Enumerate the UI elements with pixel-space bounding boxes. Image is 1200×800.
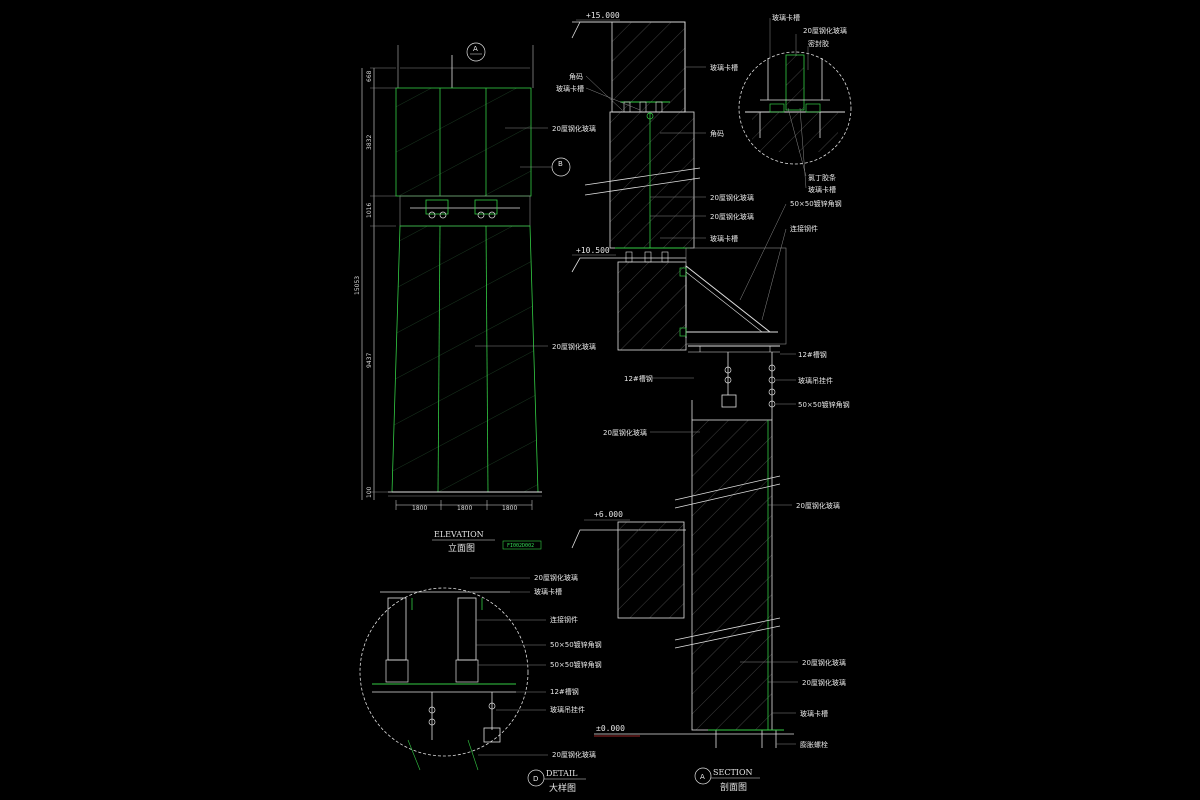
- elev-dim-bottom-3: 1800: [502, 505, 517, 512]
- lower-glass-wall: [691, 419, 773, 731]
- sec-label-r5: 50×50镀锌角钢: [790, 199, 842, 208]
- section-mid-fittings: [615, 247, 690, 263]
- detd-label-5: 12#槽钢: [550, 687, 579, 696]
- detd-label-2: 连接钢件: [550, 615, 578, 624]
- detail-d-bubble-label: D: [533, 775, 538, 783]
- sec-label-glass-channel-left: 玻璃卡槽: [556, 84, 584, 93]
- elevation-view: 668 3832 1016 9437 100 15053 1800 1800 1…: [354, 42, 596, 554]
- detd-label-6: 玻璃吊挂件: [550, 705, 585, 714]
- detail-title-cn: 大样图: [549, 782, 576, 794]
- sec-label-r11: 20厘钢化玻璃: [802, 658, 846, 667]
- sec-label-r4: 玻璃卡槽: [710, 234, 738, 243]
- section-bubble-label: A: [700, 773, 705, 781]
- sec-label-r10: 20厘钢化玻璃: [796, 501, 840, 510]
- sec-label-r12: 20厘钢化玻璃: [802, 678, 846, 687]
- detb-label-sealant: 密封胶: [808, 39, 829, 48]
- sec-label-r2: 20厘钢化玻璃: [710, 193, 754, 202]
- section-title-en: SECTION: [713, 768, 753, 777]
- sec-label-r13: 玻璃卡槽: [800, 709, 828, 718]
- sec-label-r1: 角码: [710, 129, 724, 138]
- drawing-tag-box: [502, 540, 542, 550]
- detd-label-4: 50×50镀锌角钢: [550, 660, 602, 669]
- elev-dim-total: 15053: [354, 276, 361, 295]
- section-title-cn: 剖面图: [720, 781, 747, 793]
- elevation-lower-glass: [391, 225, 539, 493]
- sec-label-corner-bracket: 角码: [569, 72, 583, 81]
- detb-label-channel: 玻璃卡槽: [772, 13, 800, 22]
- anchor-bolts: [708, 729, 784, 748]
- elev-dim-668: 668: [366, 70, 373, 82]
- slab-lower: [617, 521, 685, 619]
- elev-dim-3832: 3832: [366, 135, 373, 150]
- elevation-title-cn: 立面图: [448, 542, 475, 554]
- section-top-fittings: [620, 101, 670, 120]
- detd-label-7: 20厘钢化玻璃: [552, 750, 596, 759]
- detail-title-en: DETAIL: [546, 769, 578, 778]
- elevation-bubble-b-label: B: [558, 160, 563, 168]
- sec-label-r7: 12#槽钢: [798, 350, 827, 359]
- slab-top: [611, 21, 686, 113]
- sec-label-r14: 膨胀螺栓: [800, 740, 828, 749]
- detail-b-view: 玻璃卡槽 20厘钢化玻璃 密封胶 氯丁胶条 玻璃卡槽: [738, 13, 852, 194]
- detb-label-glass: 20厘钢化玻璃: [803, 26, 847, 35]
- elevation-bubble-a-label: A: [473, 45, 478, 53]
- detail-d-view: 20厘钢化玻璃 玻璃卡槽 连接钢件 50×50镀锌角钢 50×50镀锌角钢 12…: [359, 573, 602, 794]
- sec-label-r8: 玻璃吊挂件: [798, 376, 833, 385]
- upper-wall: [609, 111, 695, 249]
- detb-label-rubber: 氯丁胶条: [808, 173, 836, 182]
- section-bubble: [694, 767, 712, 785]
- sec-label-r6: 连接钢件: [790, 224, 818, 233]
- slab-mid: [617, 261, 687, 351]
- sec-label-r9: 50×50镀锌角钢: [798, 400, 850, 409]
- elev-dim-bottom-1: 1800: [412, 505, 427, 512]
- elevation-bubble-a: [466, 42, 486, 62]
- detb-label-channel-2: 玻璃卡槽: [808, 185, 836, 194]
- detd-label-1: 玻璃卡槽: [534, 587, 562, 596]
- detd-label-3: 50×50镀锌角钢: [550, 640, 602, 649]
- level-15: +15.000: [586, 11, 620, 20]
- level-10-5: +10.500: [576, 246, 610, 255]
- elev-dim-bottom-2: 1800: [457, 505, 472, 512]
- elev-label-glass-lower: 20厘钢化玻璃: [552, 342, 596, 351]
- elevation-fitting-right: [474, 199, 498, 219]
- elev-dim-1016: 1016: [366, 203, 373, 218]
- level-6: +6.000: [594, 510, 623, 519]
- elevation-title-en: ELEVATION: [434, 530, 484, 539]
- elev-dim-9437: 9437: [366, 353, 373, 368]
- elev-label-glass-upper: 20厘钢化玻璃: [552, 124, 596, 133]
- drawing-tag: FI002D002: [507, 543, 534, 549]
- glass-hanger: [721, 352, 776, 420]
- detail-d-bubble: [527, 769, 545, 787]
- sec-label-channel-12: 12#槽钢: [624, 374, 653, 383]
- sec-label-glass-left: 20厘钢化玻璃: [603, 428, 647, 437]
- steel-bracket: [679, 247, 787, 353]
- elev-dim-100: 100: [366, 486, 373, 498]
- detd-label-0: 20厘钢化玻璃: [534, 573, 578, 582]
- sec-label-r3: 20厘钢化玻璃: [710, 212, 754, 221]
- section-view: +15.000 +10.500: [556, 11, 850, 793]
- elevation-upper-glass: [395, 87, 532, 197]
- elevation-fitting-left: [425, 199, 449, 219]
- sec-label-r0: 玻璃卡槽: [710, 63, 738, 72]
- level-0: ±0.000: [596, 724, 625, 733]
